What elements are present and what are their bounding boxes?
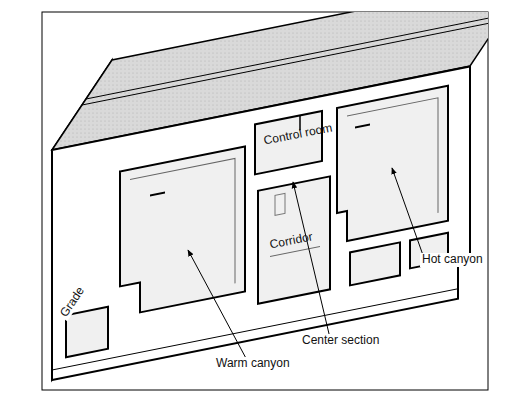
back-wall bbox=[130, 158, 235, 304]
leader-line bbox=[392, 168, 424, 258]
gallery bbox=[66, 307, 108, 357]
crane-rail bbox=[150, 192, 165, 195]
leader-line bbox=[293, 182, 330, 338]
hot-canyon-cell bbox=[337, 86, 448, 243]
base-slab bbox=[52, 289, 458, 370]
callout-label: Center section bbox=[300, 334, 381, 347]
callout-label: Hot canyon bbox=[420, 253, 485, 266]
leader-line bbox=[188, 250, 248, 362]
section-cut bbox=[52, 66, 470, 380]
callout-label: Warm canyon bbox=[214, 357, 292, 370]
warm-canyon-cell bbox=[120, 146, 245, 316]
back-wall bbox=[347, 98, 438, 231]
crane-rail bbox=[355, 124, 370, 127]
corridor-cell bbox=[258, 176, 330, 303]
gallery bbox=[350, 242, 400, 285]
equipment bbox=[275, 193, 285, 215]
